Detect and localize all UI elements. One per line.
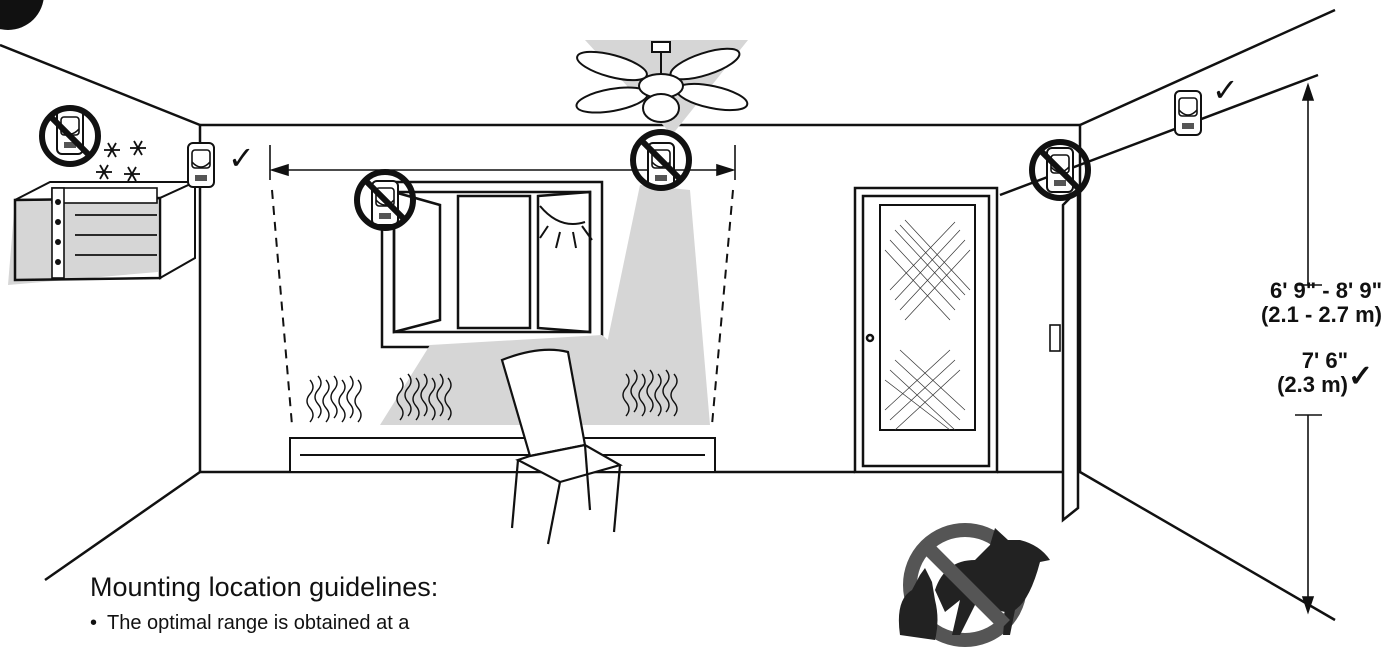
air-conditioner bbox=[8, 182, 195, 285]
heat-wave-icon bbox=[307, 376, 361, 422]
motion-sensor-icon bbox=[188, 143, 214, 187]
snowflake-icon bbox=[96, 141, 146, 181]
checkmark-icon: ✓ bbox=[1212, 74, 1239, 106]
checkmark-icon: ✓ bbox=[228, 142, 255, 174]
guideline-item: • The optimal range is obtained at a bbox=[90, 611, 409, 635]
range-meters: (2.1 - 2.7 m) bbox=[1200, 303, 1382, 327]
optimal-feet: 7' 6" bbox=[1230, 349, 1348, 373]
sensor-ceiling-prohibited bbox=[633, 132, 689, 188]
motion-sensor-icon bbox=[1175, 91, 1201, 135]
door bbox=[855, 188, 1078, 520]
baseboard-heater bbox=[290, 438, 715, 472]
optimal-meters: (2.3 m) bbox=[1230, 373, 1348, 397]
bullet-icon: • bbox=[90, 612, 97, 634]
step-badge-icon bbox=[0, 0, 44, 30]
mounting-height-range: 6' 9" - 8' 9" (2.1 - 2.7 m) bbox=[1200, 279, 1382, 327]
sensor-near-ac-prohibited bbox=[42, 108, 98, 164]
optimal-mounting-height: 7' 6" (2.3 m) bbox=[1230, 349, 1348, 397]
ceiling-fan-icon bbox=[574, 42, 749, 122]
guideline-text: The optimal range is obtained at a bbox=[107, 612, 409, 634]
pets-icon bbox=[899, 528, 1050, 640]
range-feet: 6' 9" - 8' 9" bbox=[1200, 279, 1382, 303]
guidelines-title: Mounting location guidelines: bbox=[90, 572, 438, 602]
checkmark-icon: ✓ bbox=[1348, 362, 1373, 392]
